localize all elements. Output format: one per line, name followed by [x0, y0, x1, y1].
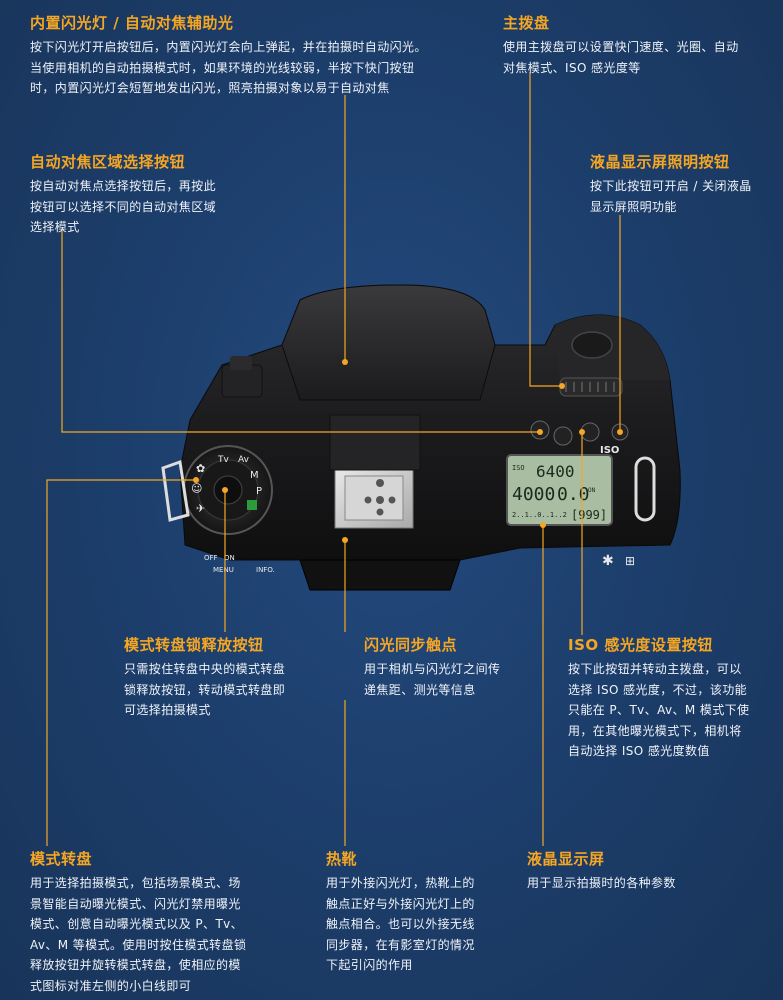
lcd-iso-tag: ISO	[512, 464, 525, 472]
callout-line: 按下此按钮可开启 / 关闭液晶	[590, 179, 752, 193]
off-label: OFF	[204, 554, 218, 562]
callout-af-area-button: 自动对焦区域选择按钮 按自动对焦点选择按钮后，再按此 按钮可以选择不同的自动对焦…	[30, 153, 270, 238]
leader-lines	[46, 72, 623, 846]
lcd-shots: [999]	[571, 508, 607, 522]
callout-line: 递焦距、测光等信息	[364, 682, 476, 697]
callout-line: 时，内置闪光灯会短暂地发出闪光，照亮拍摄对象以易于自动对焦	[30, 81, 390, 95]
callout-line: 景智能自动曝光模式、闪光灯禁用曝光	[30, 896, 241, 911]
on-label: ON	[224, 554, 235, 562]
callout-line: 用于选择拍摄模式，包括场景模式、场	[30, 876, 241, 890]
camera-body: ISO ISO 6400 4000 0.0 ON 2..1..0..1..2 […	[161, 284, 681, 591]
callout-title: ISO 感光度设置按钮	[568, 636, 713, 654]
callout-line: 用，在其他曝光模式下，相机将	[568, 723, 742, 738]
lcd-iso-value: 6400	[536, 462, 575, 481]
callout-line: 用于显示拍摄时的各种参数	[527, 876, 676, 890]
callout-line: Av、M 等模式。使用时按住模式转盘锁	[30, 937, 247, 952]
callout-line: 触点相合。也可以外接无线	[326, 917, 475, 931]
callout-iso-button: ISO 感光度设置按钮 按下此按钮并转动主拨盘，可以 选择 ISO 感光度，不过…	[568, 636, 778, 762]
callout-line: 使用主拨盘可以设置快门速度、光圈、自动	[503, 40, 739, 54]
callout-title: 主拨盘	[503, 14, 550, 32]
callout-mode-dial: 模式转盘 用于选择拍摄模式，包括场景模式、场 景智能自动曝光模式、闪光灯禁用曝光…	[30, 850, 280, 996]
callout-hot-shoe: 热靴 用于外接闪光灯，热靴上的 触点正好与外接闪光灯上的 触点相合。也可以外接无…	[326, 850, 506, 976]
callout-title: 闪光同步触点	[364, 636, 458, 654]
callout-line: 用于相机与闪光灯之间传	[364, 662, 501, 676]
mode-av-label: Av	[238, 455, 250, 465]
scene-mode-icons: ✿	[196, 462, 205, 475]
callout-line: 只需按住转盘中央的模式转盘	[124, 662, 286, 676]
callout-title: 热靴	[326, 850, 358, 868]
callout-title: 液晶显示屏	[527, 850, 605, 868]
callout-line: 选择 ISO 感光度，不过，该功能	[568, 682, 748, 697]
callout-title: 模式转盘	[30, 850, 93, 868]
callout-line: 模式、创意自动曝光模式以及 P、Tv、	[30, 917, 244, 931]
lcd-aperture: 0.0	[557, 484, 590, 505]
mode-p-label: P	[256, 486, 262, 497]
callout-line: 按自动对焦点选择按钮后，再按此	[30, 179, 217, 193]
callout-line: 自动选择 ISO 感光度数值	[568, 744, 710, 758]
callout-line: 可选择拍摄模式	[124, 703, 211, 717]
lcd-scale: 2..1..0..1..2	[512, 511, 567, 519]
callout-line: 式图标对准左侧的小白线即可	[30, 978, 192, 993]
callout-title: 模式转盘锁释放按钮	[124, 636, 264, 654]
callout-line: 选择模式	[30, 220, 80, 234]
callout-line: 按下闪光灯开启按钮后，内置闪光灯会向上弹起，并在拍摄时自动闪光。	[30, 40, 427, 54]
callout-flash-sync-contacts: 闪光同步触点 用于相机与闪光灯之间传 递焦距、测光等信息	[364, 636, 549, 700]
lcd-on: ON	[588, 487, 596, 494]
callout-title: 液晶显示屏照明按钮	[590, 153, 730, 171]
callout-line: 只能在 P、Tv、Av、M 模式下使	[568, 703, 750, 717]
callout-mode-lock-button: 模式转盘锁释放按钮 只需按住转盘中央的模式转盘 锁释放按钮，转动模式转盘即 可选…	[124, 636, 334, 721]
callout-line: 同步器，在有影室灯的情况	[326, 937, 475, 952]
callout-line: 触点正好与外接闪光灯上的	[326, 896, 475, 911]
callout-title: 内置闪光灯 / 自动对焦辅助光	[30, 14, 234, 32]
callout-line: 释放按钮并旋转模式转盘，使相应的模	[30, 958, 241, 972]
mode-m-label: M	[250, 470, 259, 481]
sports-icon: ✈	[196, 502, 205, 515]
lcd-shutter: 4000	[512, 484, 555, 505]
callout-line: 对焦模式、ISO 感光度等	[503, 60, 641, 75]
asterisk-icon: ✱	[602, 553, 614, 569]
callout-built-in-flash: 内置闪光灯 / 自动对焦辅助光 按下闪光灯开启按钮后，内置闪光灯会向上弹起，并在…	[30, 14, 480, 99]
callout-line: 显示屏照明功能	[590, 199, 677, 214]
mode-tv-label: Tv	[217, 455, 229, 465]
callout-line: 按下此按钮并转动主拨盘，可以	[568, 662, 742, 676]
af-point-icon: ⊞	[625, 554, 635, 568]
callout-lcd-panel: 液晶显示屏 用于显示拍摄时的各种参数	[527, 850, 767, 894]
callout-line: 锁释放按钮，转动模式转盘即	[124, 682, 286, 697]
callout-title: 自动对焦区域选择按钮	[30, 153, 186, 171]
callout-line: 当使用相机的自动拍摄模式时，如果环境的光线较弱，半按下快门按钮	[30, 60, 415, 75]
iso-button-label: ISO	[600, 445, 619, 456]
callout-lcd-light-button: 液晶显示屏照明按钮 按下此按钮可开启 / 关闭液晶 显示屏照明功能	[590, 153, 775, 217]
info-label: INFO.	[256, 566, 275, 574]
callout-main-dial: 主拨盘 使用主拨盘可以设置快门速度、光圈、自动 对焦模式、ISO 感光度等	[503, 14, 773, 78]
callout-line: 按钮可以选择不同的自动对焦区域	[30, 199, 217, 214]
menu-label: MENU	[213, 566, 234, 574]
callout-line: 用于外接闪光灯，热靴上的	[326, 876, 475, 890]
callout-line: 下起引闪的作用	[326, 958, 413, 972]
portrait-icon: ☺	[191, 482, 202, 495]
